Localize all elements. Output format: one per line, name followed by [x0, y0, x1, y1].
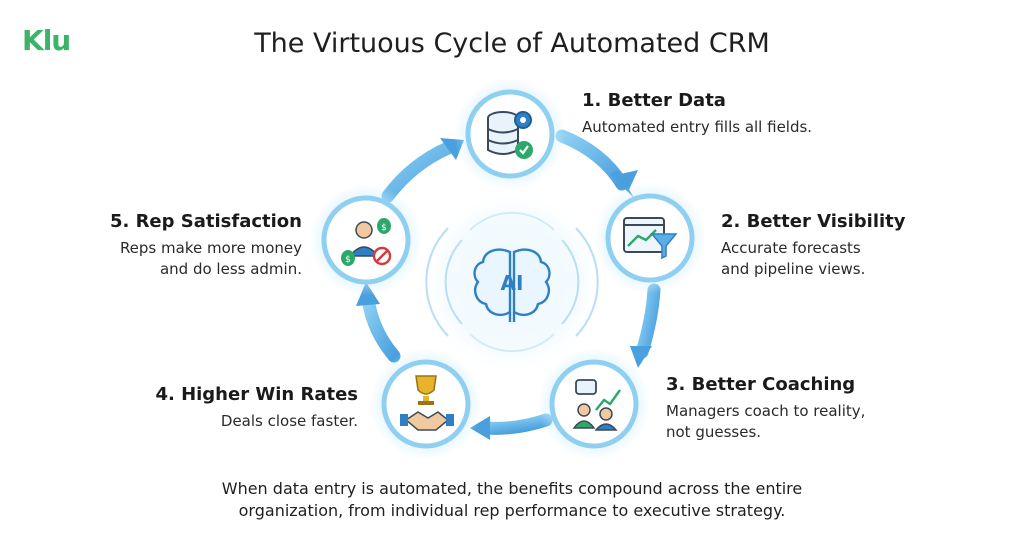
footer-line-1: When data entry is automated, the benefi… — [221, 479, 803, 498]
node-better-visibility — [594, 182, 706, 294]
coaching-people-icon — [572, 379, 621, 431]
step-2-desc-line-1: Accurate forecasts — [721, 239, 861, 257]
arrow-3-to-4 — [479, 413, 553, 435]
step-3-label: 3. Better Coaching Managers coach to rea… — [666, 374, 865, 443]
step-3-desc-line-1: Managers coach to reality, — [666, 402, 866, 420]
page-title: The Virtuous Cycle of Automated CRM — [254, 28, 770, 59]
node-better-data — [454, 78, 566, 190]
step-5-desc-line-1: Reps make more money — [119, 239, 302, 257]
arrow-4-to-5 — [361, 291, 401, 363]
step-3-title: 3. Better Coaching — [666, 374, 856, 395]
ai-label: AI — [501, 271, 524, 295]
brain-icon — [473, 248, 551, 322]
svg-text:$: $ — [345, 255, 351, 265]
klu-logo: Klu — [22, 24, 71, 57]
svg-text:$: $ — [381, 223, 387, 233]
step-5-label: 5. Rep Satisfaction Reps make more money… — [110, 211, 302, 280]
step-1-desc-line-1: Automated entry fills all fields. — [582, 118, 813, 136]
rep-money-icon: $ $ — [341, 218, 392, 266]
step-1-title: 1. Better Data — [582, 90, 726, 111]
step-5-desc-line-2: and do less admin. — [159, 260, 302, 278]
step-2-title: 2. Better Visibility — [721, 211, 906, 232]
step-3-desc-line-2: not guesses. — [666, 423, 762, 441]
database-check-icon — [487, 111, 533, 159]
ai-signal-rings — [425, 211, 599, 353]
step-2-label: 2. Better Visibility Accurate forecasts … — [721, 211, 906, 280]
node-better-coaching — [538, 348, 650, 460]
trophy-handshake-icon — [400, 375, 454, 431]
footer-caption: When data entry is automated, the benefi… — [0, 478, 1024, 522]
step-4-label: 4. Higher Win Rates Deals close faster. — [155, 384, 358, 432]
arrow-2-to-3 — [635, 283, 661, 359]
node-higher-win-rates — [370, 348, 482, 460]
step-4-desc-line-1: Deals close faster. — [220, 412, 358, 430]
arrow-5-to-1 — [381, 141, 455, 203]
node-rep-satisfaction: $ $ — [310, 184, 422, 296]
step-2-desc-line-2: and pipeline views. — [721, 260, 866, 278]
footer-line-2: organization, from individual rep perfor… — [238, 501, 786, 520]
step-5-title: 5. Rep Satisfaction — [109, 211, 302, 232]
center-glow — [417, 187, 607, 377]
chart-funnel-icon — [623, 217, 678, 260]
step-1-label: 1. Better Data Automated entry fills all… — [582, 90, 812, 138]
step-4-title: 4. Higher Win Rates — [155, 384, 358, 405]
